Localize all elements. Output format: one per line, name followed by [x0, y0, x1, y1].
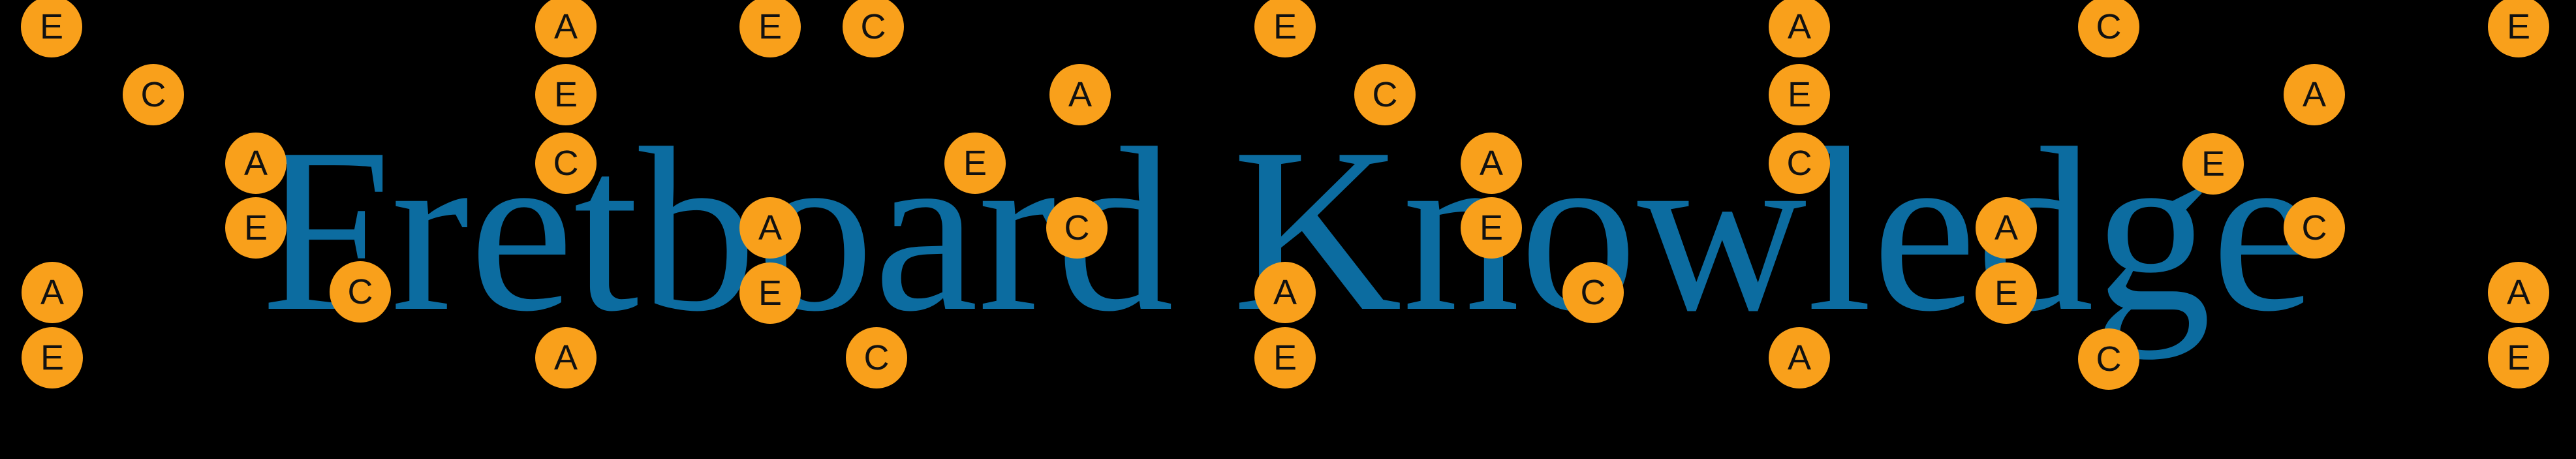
note-marker-e[interactable]: E	[535, 64, 597, 125]
note-marker-a[interactable]: A	[1254, 262, 1316, 323]
note-marker-c[interactable]: C	[330, 261, 391, 323]
note-marker-a[interactable]: A	[1049, 64, 1111, 125]
note-marker-a[interactable]: A	[1461, 133, 1522, 194]
note-marker-e[interactable]: E	[21, 0, 82, 57]
note-marker-c[interactable]: C	[2078, 0, 2139, 57]
note-marker-e[interactable]: E	[22, 327, 83, 388]
note-marker-e[interactable]: E	[1976, 262, 2037, 324]
note-marker-a[interactable]: A	[739, 197, 801, 259]
note-marker-c[interactable]: C	[2284, 197, 2345, 259]
note-marker-a[interactable]: A	[1769, 327, 1830, 388]
note-marker-c[interactable]: C	[846, 327, 907, 388]
note-marker-c[interactable]: C	[1354, 64, 1416, 125]
note-marker-a[interactable]: A	[535, 0, 597, 57]
note-marker-e[interactable]: E	[2182, 133, 2244, 195]
note-marker-a[interactable]: A	[2284, 64, 2345, 125]
note-marker-e[interactable]: E	[225, 197, 287, 259]
note-marker-c[interactable]: C	[123, 64, 184, 125]
note-marker-a[interactable]: A	[22, 262, 83, 323]
note-marker-a[interactable]: A	[1976, 197, 2037, 259]
note-marker-c[interactable]: C	[2078, 328, 2139, 390]
note-marker-e[interactable]: E	[739, 0, 801, 57]
note-marker-e[interactable]: E	[1254, 327, 1316, 388]
note-marker-e[interactable]: E	[2488, 0, 2549, 57]
note-marker-c[interactable]: C	[1046, 197, 1108, 259]
note-marker-a[interactable]: A	[2488, 262, 2549, 323]
note-marker-e[interactable]: E	[2488, 327, 2549, 388]
note-marker-e[interactable]: E	[944, 133, 1006, 194]
note-marker-c[interactable]: C	[535, 133, 597, 194]
note-marker-c[interactable]: C	[1769, 133, 1830, 194]
note-marker-e[interactable]: E	[739, 262, 801, 324]
note-marker-e[interactable]: E	[1254, 0, 1316, 57]
note-marker-a[interactable]: A	[225, 133, 287, 194]
note-marker-a[interactable]: A	[535, 327, 597, 388]
note-marker-e[interactable]: E	[1769, 64, 1830, 125]
note-marker-c[interactable]: C	[843, 0, 904, 57]
note-marker-e[interactable]: E	[1461, 197, 1522, 259]
note-marker-c[interactable]: C	[1562, 262, 1624, 323]
note-marker-a[interactable]: A	[1769, 0, 1830, 57]
